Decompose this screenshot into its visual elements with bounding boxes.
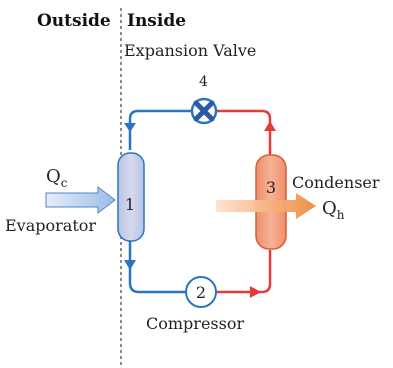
compressor-number: 2 bbox=[196, 283, 206, 302]
inside-label: Inside bbox=[127, 11, 186, 31]
qh-label: Qh bbox=[322, 198, 345, 222]
pipe-valve-to-evaporator bbox=[128, 109, 192, 150]
pipe-compressor-to-condenser bbox=[216, 250, 272, 294]
heat-out-arrow bbox=[216, 193, 316, 219]
qc-label: Qc bbox=[46, 166, 68, 190]
qc-symbol: Q bbox=[46, 166, 61, 187]
flow-arrow-down-bottom bbox=[124, 260, 136, 270]
flow-arrow-down-top bbox=[124, 123, 136, 132]
qh-subscript: h bbox=[337, 208, 345, 222]
compressor-label: Compressor bbox=[146, 314, 244, 333]
condenser-label: Condenser bbox=[292, 173, 380, 192]
evaporator-label: Evaporator bbox=[5, 216, 96, 235]
compressor-icon bbox=[185, 276, 217, 308]
evaporator-unit bbox=[117, 152, 145, 242]
pipe-evaporator-to-compressor bbox=[128, 240, 186, 294]
expansion-valve-number: 4 bbox=[199, 74, 208, 90]
outside-label: Outside bbox=[37, 11, 111, 31]
condenser-number: 3 bbox=[266, 178, 276, 197]
expansion-valve-icon bbox=[190, 97, 218, 125]
expansion-valve-label: Expansion Valve bbox=[124, 41, 256, 60]
qc-subscript: c bbox=[61, 176, 68, 190]
heat-in-arrow bbox=[45, 185, 116, 215]
flow-arrow-right-bottom bbox=[250, 286, 261, 298]
qh-symbol: Q bbox=[322, 198, 337, 219]
evaporator-number: 1 bbox=[125, 195, 135, 214]
pipe-condenser-to-valve bbox=[216, 109, 272, 155]
flow-arrow-up-right bbox=[264, 121, 276, 131]
